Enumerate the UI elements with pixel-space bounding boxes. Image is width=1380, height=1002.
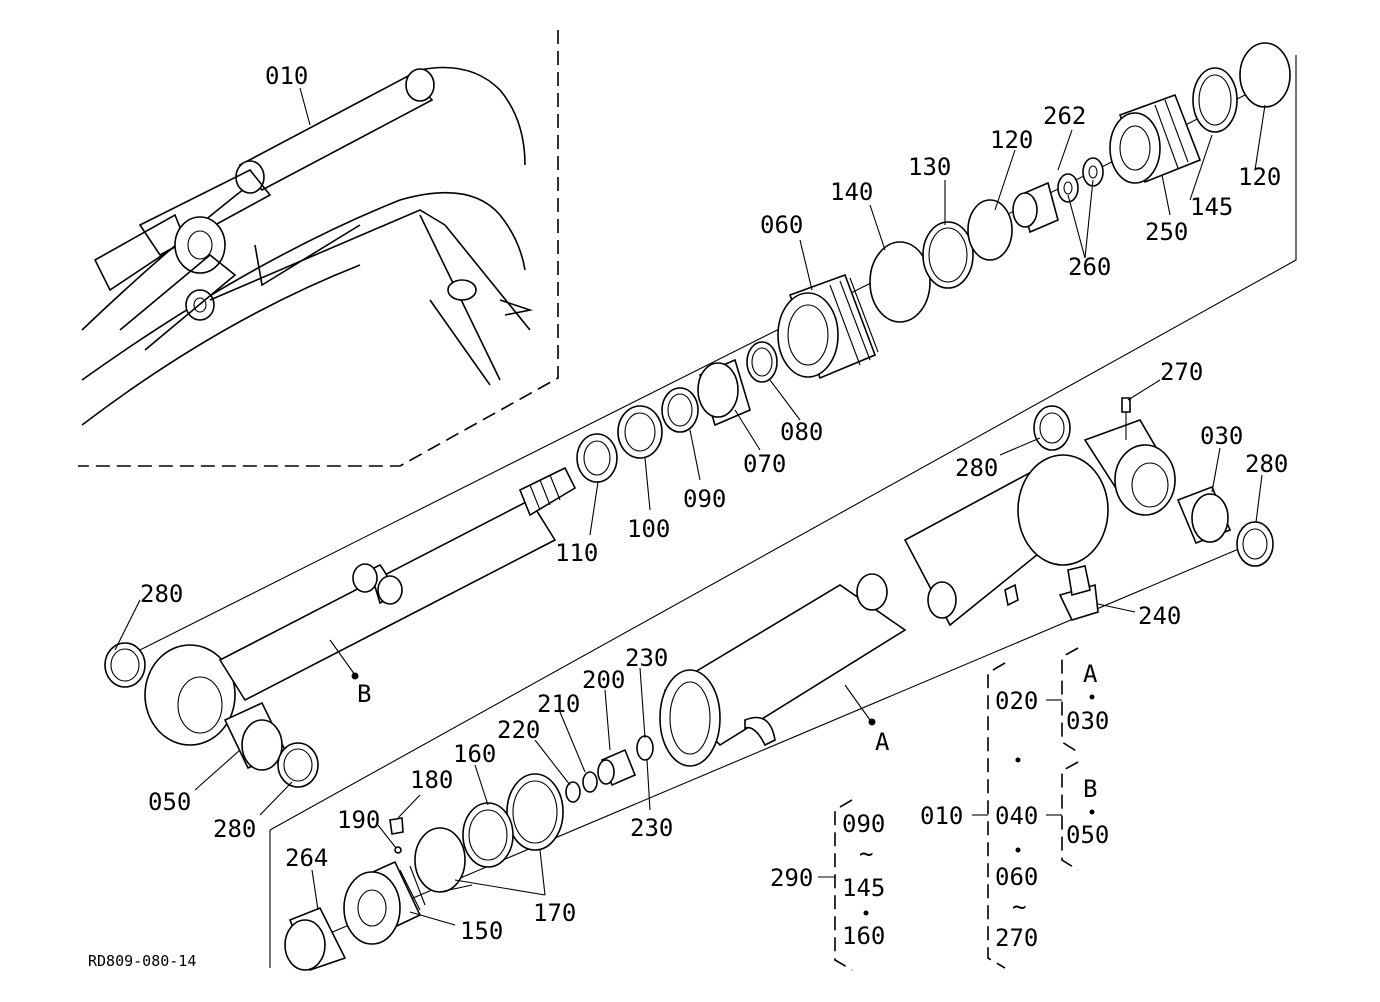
callout-160-part: 160 xyxy=(453,740,496,768)
callout-270-part: 270 xyxy=(1160,358,1203,386)
callout-262: 262 xyxy=(1043,102,1086,130)
group-290-start: 090 xyxy=(842,810,885,838)
callout-030-right: 030 xyxy=(1200,422,1243,450)
callout-100: 100 xyxy=(627,515,670,543)
callout-280-left: 280 xyxy=(140,580,183,608)
callout-120-a: 120 xyxy=(990,126,1033,154)
group-020: 020 xyxy=(995,687,1038,715)
callout-130: 130 xyxy=(908,153,951,181)
callout-180: 180 xyxy=(410,766,453,794)
diagram-code: RD809-080-14 xyxy=(88,952,196,970)
group-b-letter: B xyxy=(1083,775,1097,803)
callout-220: 220 xyxy=(497,716,540,744)
piston-rod-assembly xyxy=(104,42,1291,788)
group-010-label: 010 xyxy=(920,802,963,830)
callout-110: 110 xyxy=(555,539,598,567)
callout-050-left: 050 xyxy=(148,788,191,816)
callout-190: 190 xyxy=(337,806,380,834)
callout-145-part: 145 xyxy=(1190,193,1233,221)
group-060: 060 xyxy=(995,863,1038,891)
group-290-end: 160 xyxy=(842,922,885,950)
cylinder-tube-assembly xyxy=(284,397,1274,972)
group-270: 270 xyxy=(995,924,1038,952)
tilde-290: ~ xyxy=(859,840,873,868)
inset-boom-illustration: 010 xyxy=(78,30,559,467)
label-a-main: A xyxy=(875,728,890,756)
label-b-main: B xyxy=(357,680,371,708)
callout-150: 150 xyxy=(460,917,503,945)
callout-070: 070 xyxy=(743,450,786,478)
tilde-010: ~ xyxy=(1012,893,1026,921)
callout-140: 140 xyxy=(830,178,873,206)
group-b-050: 050 xyxy=(1066,821,1109,849)
callout-200: 200 xyxy=(582,666,625,694)
group-a-letter: A xyxy=(1083,660,1098,688)
callout-290: 290 xyxy=(770,864,813,892)
callout-labels: 262 260 120 130 140 060 250 145 120 080 … xyxy=(88,102,1288,970)
callout-280-upper: 280 xyxy=(955,454,998,482)
callout-230-top: 230 xyxy=(625,644,668,672)
group-a-030: 030 xyxy=(1066,707,1109,735)
callout-010: 010 xyxy=(265,62,308,90)
callout-090-part: 090 xyxy=(683,485,726,513)
callout-080: 080 xyxy=(780,418,823,446)
group-290-legend: 290 090 ~ 145 160 xyxy=(770,799,885,971)
group-290-mid: 145 xyxy=(842,874,885,902)
callout-230-bottom: 230 xyxy=(630,814,673,842)
group-010-legend: 010 020 040 060 ~ 270 A 030 B 050 xyxy=(920,647,1109,969)
callout-120-b: 120 xyxy=(1238,163,1281,191)
callout-260: 260 xyxy=(1068,253,1111,281)
callout-280-lower: 280 xyxy=(213,815,256,843)
group-040: 040 xyxy=(995,802,1038,830)
callout-210: 210 xyxy=(537,690,580,718)
callout-280-right: 280 xyxy=(1245,450,1288,478)
callout-leaders xyxy=(114,104,1266,926)
callout-240: 240 xyxy=(1138,602,1181,630)
callout-060-part: 060 xyxy=(760,211,803,239)
callout-264: 264 xyxy=(285,844,328,872)
callout-250: 250 xyxy=(1145,218,1188,246)
exploded-view-frame xyxy=(269,55,1297,968)
callout-170: 170 xyxy=(533,899,576,927)
